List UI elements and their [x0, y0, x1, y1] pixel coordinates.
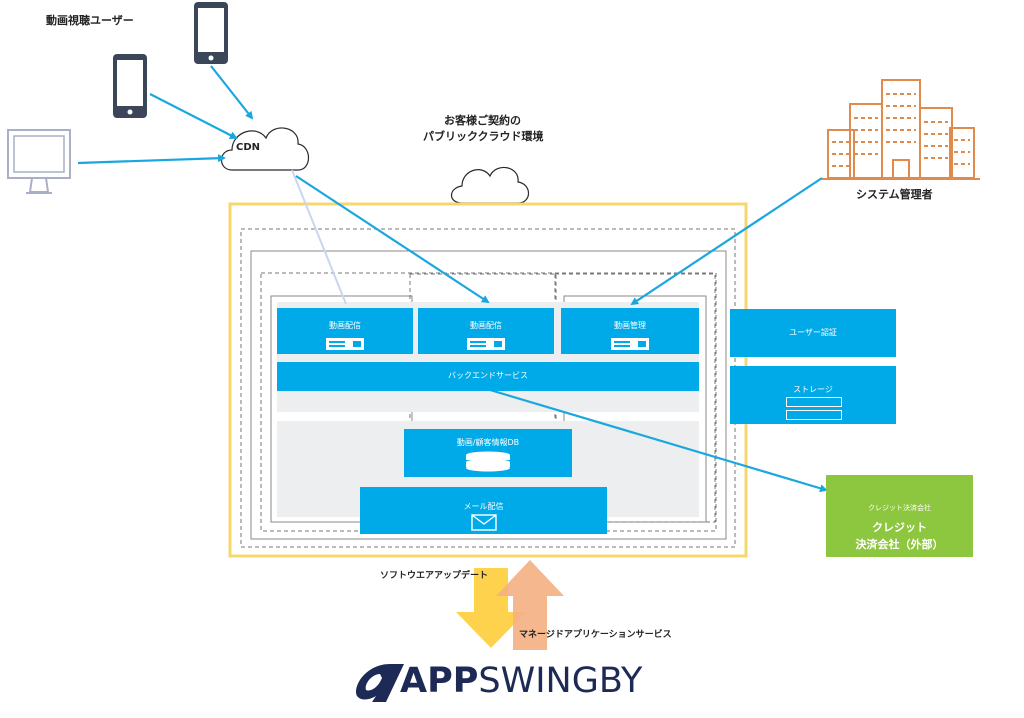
server-icon: [611, 338, 649, 350]
system-admin-label: システム管理者: [856, 188, 933, 201]
credit-company-title-line1: クレジット: [872, 521, 927, 534]
cloud-icon: [450, 166, 530, 204]
monitor-icon: [7, 129, 71, 194]
az-boundary: [554, 273, 716, 523]
video-management-label: 動画管理: [614, 321, 646, 330]
server-icon: [326, 338, 364, 350]
logo-brand-rest: SWINGBY: [478, 661, 643, 701]
mail-delivery-box: メール配信: [360, 487, 607, 534]
mail-icon: [471, 514, 497, 531]
connection-arrows: [77, 65, 828, 493]
logo-mark-icon: [356, 664, 404, 702]
backend-services-box: バックエンドサービス: [277, 362, 699, 391]
video-delivery-label: 動画配信: [470, 321, 502, 330]
server-icon: [467, 338, 505, 350]
mail-delivery-label: メール配信: [463, 502, 504, 511]
user-auth-box: ユーザー認証: [730, 309, 896, 357]
video-db-box: 動画/顧客情報DB: [404, 429, 572, 477]
storage-box: ストレージ: [730, 366, 896, 424]
video-delivery-box-2: 動画配信: [418, 308, 554, 354]
logo-brand-bold: APP: [400, 661, 479, 701]
cdn-origin-line: [291, 169, 347, 305]
video-db-label: 動画/顧客情報DB: [456, 438, 520, 447]
managed-service-label: マネージドアプリケーションサービス: [519, 630, 672, 640]
software-update-label: ソフトウエアアップデート: [380, 571, 489, 581]
video-delivery-box-1: 動画配信: [277, 308, 413, 354]
software-update-arrow: [456, 568, 526, 648]
cloud-icon: [220, 127, 310, 171]
storage-slot: [786, 410, 842, 420]
customer-cloud-label-line1: お客様ご契約の: [444, 114, 521, 127]
building-icon: [820, 79, 980, 180]
user-auth-label: ユーザー認証: [789, 328, 837, 337]
video-delivery-label: 動画配信: [329, 321, 361, 330]
cdn-label: CDN: [236, 142, 261, 153]
region-boundary: [250, 250, 727, 540]
credit-company-small-label: クレジット決済会社: [868, 504, 931, 512]
video-management-box: 動画管理: [561, 308, 699, 354]
customer-cloud-label-line2: パブリッククラウド環境: [423, 130, 544, 143]
storage-label: ストレージ: [793, 385, 833, 394]
smartphone-icon: [194, 2, 228, 64]
credit-company-title-line2: 決済会社（外部）: [855, 538, 944, 551]
video-viewers-label: 動画視聴ユーザー: [46, 14, 134, 27]
appswingby-logo: APPSWINGBY: [356, 660, 646, 702]
credit-company-box: クレジット決済会社 クレジット 決済会社（外部）: [826, 475, 973, 557]
backend-services-label: バックエンドサービス: [448, 371, 528, 380]
storage-slot: [786, 397, 842, 407]
database-icon: [466, 451, 510, 472]
smartphone-icon: [113, 54, 147, 118]
managed-service-arrow: [496, 560, 564, 650]
